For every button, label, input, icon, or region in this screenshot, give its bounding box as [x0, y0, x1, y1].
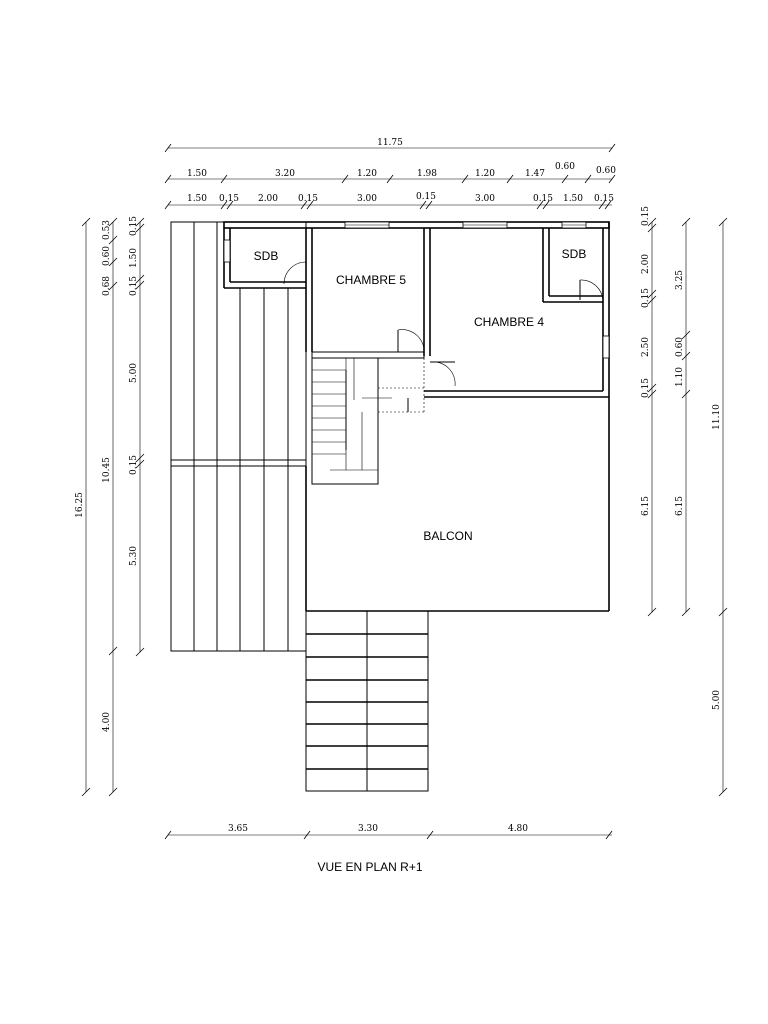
- dim-right-mid-2: 0.60: [675, 337, 685, 357]
- left-dimensions: 16.25 0.53 0.60 0.68 10.45 4.00 0.15 1.5…: [75, 216, 145, 797]
- dim-left-mid-2: 0.60: [102, 246, 112, 266]
- dim-left-inner-6: 5.30: [129, 546, 139, 566]
- left-plank-strip: [170, 221, 307, 652]
- room-label-sdb-left: SDB: [254, 249, 279, 263]
- room-label-chambre-4: CHAMBRE 4: [474, 315, 544, 329]
- dim-left-inner-2: 1.50: [129, 248, 139, 268]
- dim-left-outer: 16.25: [75, 492, 85, 518]
- dim-right-outer-1: 11.10: [712, 404, 722, 430]
- dim-left-inner-1: 0.15: [129, 216, 139, 236]
- room-label-sdb-right: SDB: [562, 247, 587, 261]
- dim-top-r3-8: 0.15: [533, 194, 553, 204]
- dim-top-r3-1: 1.50: [187, 194, 207, 204]
- dim-left-inner-4: 5.00: [129, 363, 139, 383]
- room-label-chambre-5: CHAMBRE 5: [336, 273, 406, 287]
- dim-right-inner-4: 2.50: [641, 337, 651, 357]
- dim-top-r3-9: 1.50: [563, 194, 583, 204]
- dim-top-r2-5: 1.20: [475, 169, 495, 179]
- dim-right-inner-3: 0.15: [641, 288, 651, 308]
- dim-bottom-3: 4.80: [508, 824, 528, 834]
- dim-right-outer-2: 5.00: [712, 690, 722, 710]
- dim-top-r3-4: 0.15: [298, 194, 318, 204]
- dim-left-mid-4: 10.45: [102, 457, 112, 483]
- dim-top-r2-7: 0.60: [555, 162, 575, 172]
- dim-right-inner-1: 0.15: [641, 206, 651, 226]
- dim-top-r2-4: 1.98: [417, 169, 437, 179]
- dim-top-r3-6: 0.15: [416, 192, 436, 202]
- dim-top-r3-10: 0.15: [594, 194, 614, 204]
- dim-right-inner-6: 6.15: [641, 496, 651, 516]
- dim-left-inner-5: 0.15: [129, 455, 139, 475]
- dim-right-inner-2: 2.00: [641, 254, 651, 274]
- plan-title: VUE EN PLAN R+1: [317, 860, 422, 874]
- dim-top-overall: 11.75: [377, 138, 403, 148]
- dim-top-r3-5: 3.00: [357, 194, 377, 204]
- dim-right-mid-1: 3.25: [675, 270, 685, 290]
- right-dimensions: 0.15 2.00 0.15 2.50 0.15 6.15 3.25 0.60 …: [641, 206, 728, 797]
- dim-top-r2-3: 1.20: [357, 169, 377, 179]
- walls: [223, 221, 610, 612]
- dim-left-inner-3: 0.15: [129, 276, 139, 296]
- dim-top-r3-7: 3.00: [475, 194, 495, 204]
- dim-bottom-2: 3.30: [358, 824, 378, 834]
- dim-left-mid-5: 4.00: [102, 712, 112, 732]
- dim-left-mid-3: 0.68: [102, 276, 112, 296]
- top-dimensions: 11.75 1.50 3.20 1.20 1.98 1.20 1.47 0.60…: [164, 138, 616, 210]
- dim-top-r2-6: 1.47: [525, 169, 545, 179]
- windows: [223, 221, 610, 359]
- dim-left-mid-1: 0.53: [102, 220, 112, 240]
- exterior-steps: [305, 610, 429, 792]
- dim-right-inner-5: 0.15: [641, 378, 651, 398]
- room-label-balcon: BALCON: [423, 529, 472, 543]
- dim-top-r3-3: 2.00: [258, 194, 278, 204]
- doors: [283, 261, 604, 387]
- dim-bottom-1: 3.65: [228, 824, 248, 834]
- dim-top-r2-8: 0.60: [596, 166, 616, 176]
- dim-right-mid-3: 1.10: [675, 367, 685, 387]
- dim-right-mid-4: 6.15: [675, 496, 685, 516]
- dim-top-r3-2: 0.15: [219, 194, 239, 204]
- dim-top-r2-1: 1.50: [187, 169, 207, 179]
- bottom-dimensions: 3.65 3.30 4.80: [164, 824, 613, 840]
- dim-top-r2-2: 3.20: [275, 169, 295, 179]
- staircase: [311, 351, 425, 485]
